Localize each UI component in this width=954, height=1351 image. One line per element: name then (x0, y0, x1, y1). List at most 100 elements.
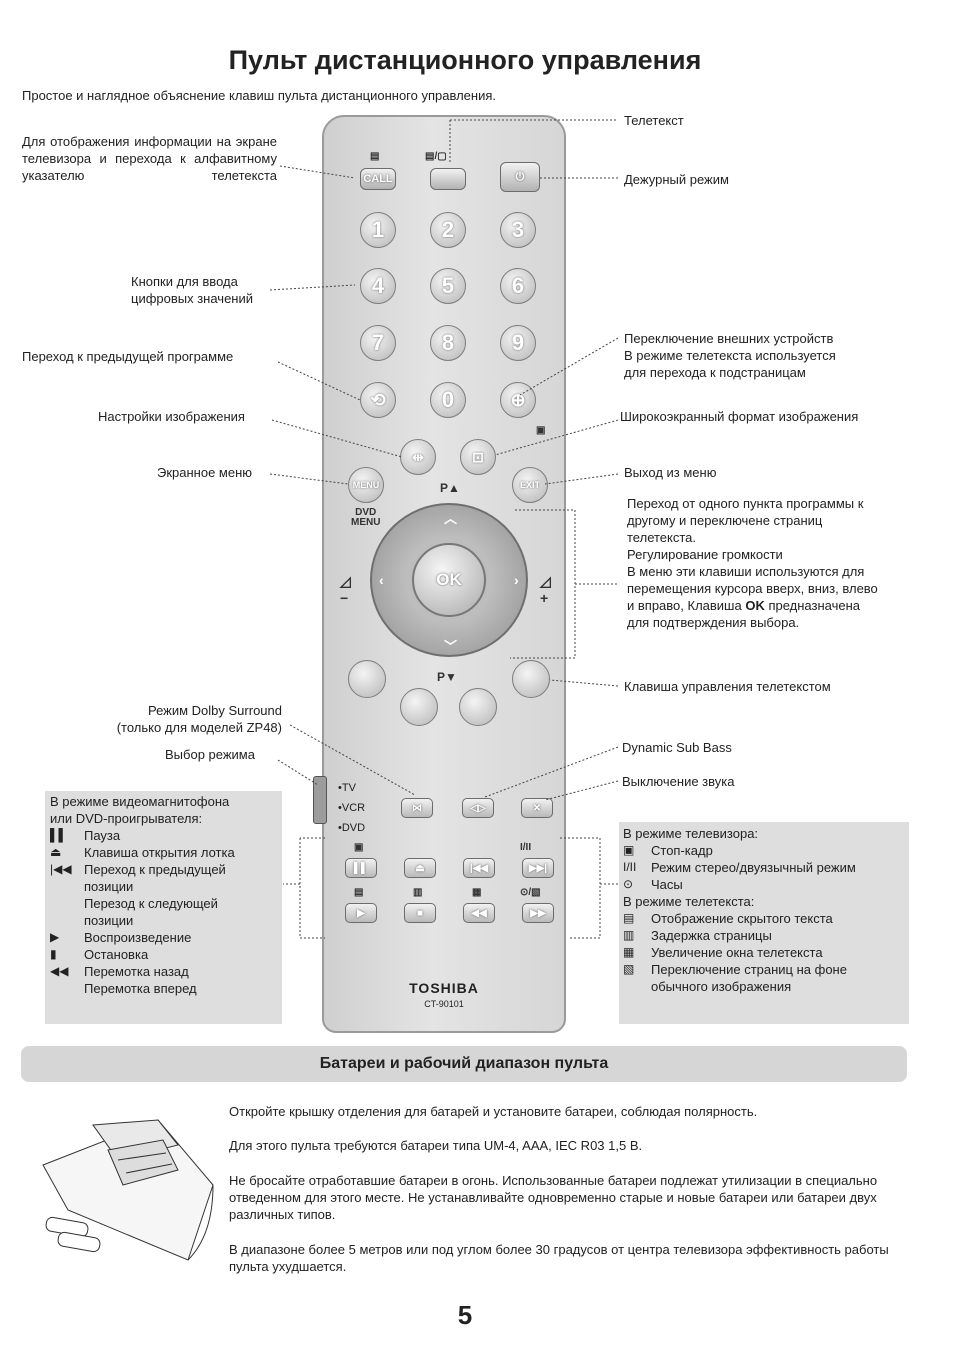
picture-settings-button[interactable]: ⇹ (400, 439, 436, 475)
input-icon: ⊕ (510, 389, 526, 410)
digit-8-button[interactable]: 8 (430, 325, 466, 361)
digit-2-button[interactable]: 2 (430, 212, 466, 248)
zoom-icon: ▦ (623, 945, 635, 959)
mute-icon: ✕ (532, 802, 542, 814)
list-item: Перемотка вперед (84, 981, 197, 996)
stop-icon: ■ (416, 907, 424, 919)
skip-forward-button[interactable]: ▶▶| (522, 858, 554, 878)
model-number: CT-90101 (424, 999, 464, 1009)
brand-logo: TOSHIBA (409, 980, 479, 996)
rewind-button[interactable]: ◀◀ (463, 903, 495, 923)
list-item: ▦Увеличение окна телетекста (623, 945, 823, 960)
digit-1-button[interactable]: 1 (360, 212, 396, 248)
teletext-blue-button[interactable] (512, 660, 550, 698)
pause-icon: ▌▌ (50, 828, 68, 842)
left-arrow-button[interactable]: ‹ (379, 572, 384, 588)
list-item: ▌▌Пауза (50, 828, 121, 843)
rewind-icon: ◀◀ (471, 907, 487, 919)
switch-dvd-label: •DVD (338, 822, 366, 834)
digit-4-button[interactable]: 4 (360, 268, 396, 304)
mode-switch[interactable] (313, 776, 327, 824)
call-button[interactable]: CALL (360, 168, 396, 190)
fast-forward-icon: ▶▶ (530, 907, 546, 919)
standby-button[interactable]: ⏻ (500, 162, 540, 192)
battery-paragraph-2: Для этого пульта требуются батареи типа … (229, 1138, 643, 1153)
list-item: ◀◀Перемотка назад (50, 964, 189, 979)
freeze-icon: ▣ (623, 843, 635, 857)
widescreen-icon: ⊡ (472, 448, 484, 465)
battery-paragraph-1: Откройте крышку отделения для батарей и … (229, 1104, 758, 1119)
digit-7-button[interactable]: 7 (360, 325, 396, 361)
widescreen-button[interactable]: ⊡ (460, 439, 496, 475)
right-arrow-button[interactable]: › (514, 572, 519, 588)
list-item: позиции (84, 913, 134, 928)
input-select-button[interactable]: ⊕ (500, 382, 536, 418)
vcr-box-heading: В режиме видеомагнитофона (50, 794, 230, 809)
up-arrow-button[interactable]: ︿ (444, 511, 458, 526)
label-exit-menu: Выход из меню (624, 465, 717, 480)
teletext-icon: ▤/▢ (425, 151, 447, 162)
list-item: ▧Переключение страниц на фоне (623, 962, 847, 977)
digit-6-button[interactable]: 6 (500, 268, 536, 304)
digit-9-button[interactable]: 9 (500, 325, 536, 361)
label-mode-select: Выбор режима (165, 747, 255, 762)
label-mute: Выключение звука (622, 774, 735, 789)
page-number: 5 (457, 1300, 473, 1330)
teletext-red-button[interactable] (348, 660, 386, 698)
list-item: ▥Задержка страницы (623, 928, 772, 943)
pause-icon: ▌▌ (353, 862, 369, 874)
play-button[interactable]: ▶ (345, 903, 377, 923)
dolby-button[interactable]: ⋈ (401, 798, 433, 818)
label-teletext: Телетекст (624, 113, 684, 128)
rewind-icon: ◀◀ (50, 964, 69, 978)
digit-0-button[interactable]: 0 (430, 382, 466, 418)
digit-5-button[interactable]: 5 (430, 268, 466, 304)
play-icon: ▶ (50, 930, 60, 944)
eject-icon: ⏏ (415, 862, 425, 874)
sub-bass-button[interactable]: ◁▷ (462, 798, 494, 818)
battery-illustration (42, 1119, 214, 1261)
teletext-button[interactable] (430, 168, 466, 190)
fast-forward-button[interactable]: ▶▶ (522, 903, 554, 923)
label-info: Для отображения информации на экране тел… (22, 134, 277, 183)
stereo-mark-icon: I/II (520, 842, 532, 853)
mute-button[interactable]: ✕ (521, 798, 553, 818)
exit-button[interactable]: EXIT (512, 467, 548, 503)
vcr-box-heading-2: или DVD-проигрывателя: (50, 811, 203, 826)
zoom-mark-icon: ▦ (472, 887, 482, 898)
clock-mark-icon: ⊙/▧ (520, 887, 541, 898)
stop-button[interactable]: ■ (404, 903, 436, 923)
picture-icon: ⇹ (412, 448, 424, 465)
program-down-label: P▼ (437, 670, 457, 684)
label-prev-program: Переход к предыдущей программе (22, 349, 234, 364)
down-arrow-button[interactable]: ﹀ (444, 639, 458, 654)
list-item: ▶Воспроизведение (50, 930, 192, 945)
widescreen-mark-icon: ▣ (536, 425, 546, 436)
list-item: ▣Стоп-кадр (623, 843, 713, 858)
label-standby: Дежурный режим (624, 172, 729, 187)
teletext-yellow-button[interactable] (459, 688, 497, 726)
prev-program-button[interactable]: ⟲ (360, 382, 396, 418)
program-up-label: P▲ (440, 481, 460, 495)
ok-button[interactable]: OK (412, 543, 486, 617)
label-widescreen: Широкоэкранный формат изображения (620, 409, 859, 424)
switch-tv-label: •TV (338, 782, 356, 794)
pause-button[interactable]: ▌▌ (345, 858, 377, 878)
label-osd-menu: Экранное меню (157, 465, 253, 480)
label-dolby: Режим Dolby Surround(только для моделей … (116, 703, 282, 735)
menu-button[interactable]: MENU (348, 467, 384, 503)
eject-button[interactable]: ⏏ (404, 858, 436, 878)
background-page-icon: ▧ (623, 962, 635, 976)
digit-3-button[interactable]: 3 (500, 212, 536, 248)
info-icon: ▤ (370, 151, 380, 162)
hold-icon: ▥ (623, 928, 635, 942)
battery-paragraph-4: В диапазоне более 5 метров или под углом… (229, 1242, 889, 1274)
skip-back-button[interactable]: |◀◀ (463, 858, 495, 878)
teletext-green-button[interactable] (400, 688, 438, 726)
exit-label: EXIT (519, 480, 540, 490)
